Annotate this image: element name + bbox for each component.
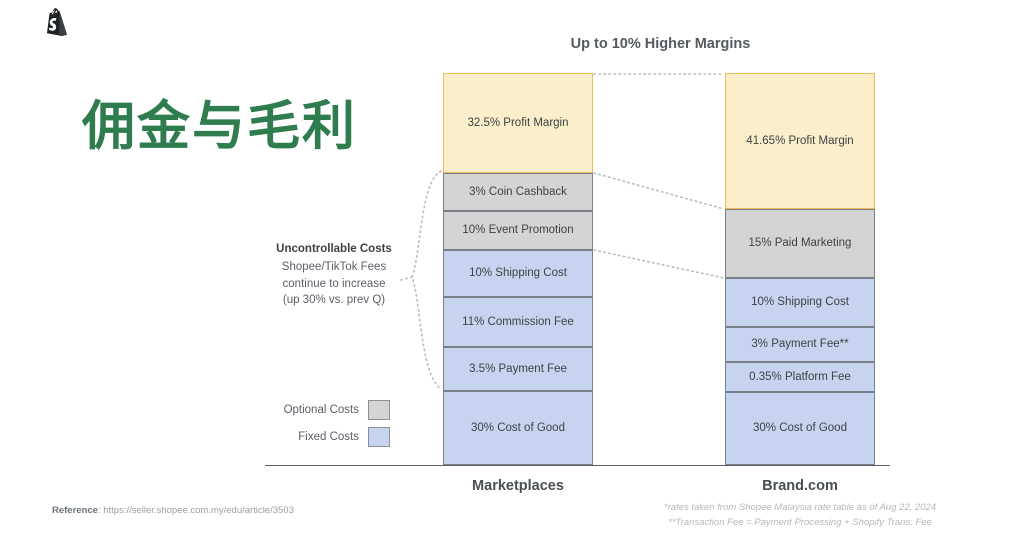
chart-title: Up to 10% Higher Margins [570, 36, 751, 52]
legend-item-fixed-costs[interactable]: Fixed Costs [272, 427, 390, 447]
bar-segment[interactable]: 0.35% Platform Fee [725, 362, 875, 392]
legend-label: Fixed Costs [298, 431, 359, 443]
axis-label-brandcom: Brand.com [762, 478, 838, 494]
reference-label: Reference [52, 505, 98, 516]
bar-segment[interactable]: 3.5% Payment Fee [443, 347, 593, 391]
annotation-line-1: Shopee/TikTok Fees [281, 261, 387, 274]
chart-legend: Optional Costs Fixed Costs [272, 400, 390, 454]
reference-line: Reference: https://seller.shopee.com.my/… [52, 505, 294, 516]
footnote-transaction-fee: **Transaction Fee = Payment Processing +… [668, 517, 932, 529]
legend-swatch-icon [368, 400, 390, 420]
bar-segment[interactable]: 41.65% Profit Margin [725, 73, 875, 209]
footnotes: *rates taken from Shopee Malaysia rate t… [600, 500, 1000, 530]
bar-segment[interactable]: 30% Cost of Good [725, 392, 875, 465]
page-title: 佣金与毛利 [82, 97, 357, 156]
bar-segment[interactable]: 30% Cost of Good [443, 391, 593, 465]
legend-label: Optional Costs [283, 404, 359, 416]
legend-swatch-icon [368, 427, 390, 447]
bar-segment[interactable]: 3% Coin Cashback [443, 173, 593, 211]
footnote-rates: *rates taken from Shopee Malaysia rate t… [663, 502, 937, 513]
bar-segment[interactable]: 15% Paid Marketing [725, 209, 875, 278]
axis-label-marketplaces: Marketplaces [472, 478, 564, 494]
bar-segment[interactable]: 32.5% Profit Margin [443, 73, 593, 173]
annotation-line-2: continue to increase [282, 277, 386, 290]
chart-baseline [265, 465, 890, 466]
shopify-bag-icon [42, 8, 68, 38]
bar-segment[interactable]: 10% Event Promotion [443, 211, 593, 250]
bar-segment[interactable]: 3% Payment Fee** [725, 327, 875, 362]
bar-segment[interactable]: 11% Commission Fee [443, 297, 593, 347]
bar-segment[interactable]: 10% Shipping Cost [725, 278, 875, 327]
annotation-heading: Uncontrollable Costs [276, 243, 392, 255]
uncontrollable-costs-annotation: Uncontrollable Costs Shopee/TikTok Fees … [258, 241, 410, 308]
reference-url[interactable]: https://seller.shopee.com.my/edu/article… [103, 505, 294, 516]
annotation-line-3: (up 30% vs. prev Q) [282, 293, 386, 306]
reference-separator: : [97, 505, 104, 516]
bar-segment[interactable]: 10% Shipping Cost [443, 250, 593, 297]
legend-item-optional-costs[interactable]: Optional Costs [272, 400, 390, 420]
